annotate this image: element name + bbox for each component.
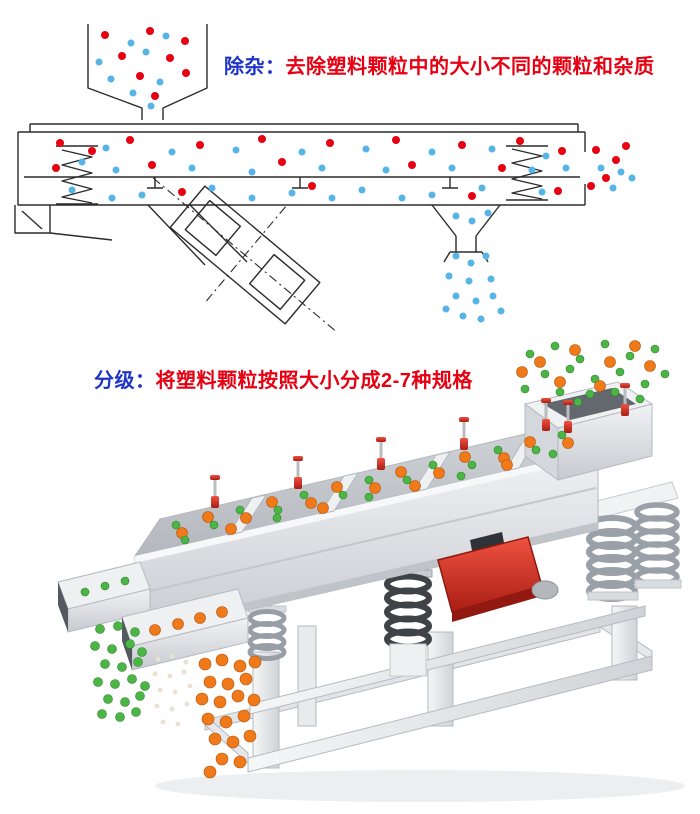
impurity-removal-diagram [14, 24, 636, 333]
green-output-stream [90, 621, 150, 722]
screen-box [17, 123, 586, 206]
feed-inlet-box [523, 381, 654, 481]
deck-particles [80, 430, 574, 636]
vibration-exciter [147, 177, 338, 333]
grading-label-prefix: 分级： [94, 370, 156, 392]
grading-label: 分级：将塑料颗粒按照大小分成2-7种规格 [94, 364, 473, 393]
feed-particles [516, 339, 670, 407]
impurity-label-prefix: 除杂： [224, 56, 286, 78]
support-frame-beams [247, 605, 653, 773]
right-coil-springs [584, 481, 682, 602]
feed-hopper [87, 24, 208, 120]
oversize-outlet [14, 205, 113, 241]
vibration-motor [437, 536, 559, 622]
center-damper-spring [383, 569, 433, 677]
clamp-bolts [210, 383, 630, 508]
spring-left [56, 145, 98, 205]
orange-output-stream [195, 653, 262, 779]
red-particles [52, 27, 630, 200]
left-coil-spring [247, 605, 287, 661]
impurity-label-text: 去除塑料颗粒中的大小不同的颗粒和杂质 [285, 56, 655, 78]
fine-output-stream [152, 653, 193, 727]
blue-particles [68, 32, 636, 323]
ground-shadow [155, 770, 685, 802]
grading-machine-illustration [57, 339, 685, 802]
impurity-removal-label: 除杂：去除塑料颗粒中的大小不同的颗粒和杂质 [224, 50, 655, 79]
spring-right [506, 145, 548, 201]
grading-label-text: 将塑料颗粒按照大小分成2-7种规格 [155, 370, 473, 392]
